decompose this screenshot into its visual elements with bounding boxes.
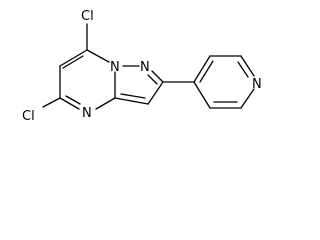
bond-py-c6-c1 (193, 81, 211, 109)
bond-c5-cl (42, 97, 61, 108)
structure-diagram: Cl Cl N N N N (22, 9, 262, 124)
bond-n1-c7 (86, 49, 110, 63)
bond-n4-c3a (95, 97, 116, 110)
bond-c7-c6 (59, 49, 88, 67)
bond-n2-c2-double (147, 74, 158, 85)
atom-n-pyrazole: N (140, 60, 150, 75)
atom-cl-left: Cl (22, 109, 35, 124)
pyridine-ring (193, 55, 255, 109)
pyrimidine-ring (59, 49, 116, 110)
pyrazole-ring (114, 65, 164, 105)
molecule-svg: Cl Cl N N N N (22, 9, 262, 124)
atom-n-pyrimidine: N (82, 106, 92, 121)
bond-py-c1-c2 (193, 55, 211, 83)
atom-cl-top: Cl (81, 9, 94, 24)
atom-n-pyridine: N (252, 77, 262, 92)
atom-n-bridge: N (110, 60, 120, 75)
bond-py-c3-n (240, 55, 255, 77)
bond-py-c1-c2-double (199, 60, 214, 83)
bond-c5-n4-double (65, 95, 81, 105)
bond-py-c3-n-double (237, 61, 249, 78)
bond-c7-c6-double (62, 55, 84, 69)
bond-c3-c3a (114, 97, 149, 105)
bond-py-n-c5 (240, 88, 255, 109)
bond-c5-n4 (59, 97, 80, 110)
bond-c3-c3a-double (120, 93, 146, 99)
bond-c2-c3 (147, 81, 164, 105)
bond-n2-c2 (151, 70, 164, 83)
